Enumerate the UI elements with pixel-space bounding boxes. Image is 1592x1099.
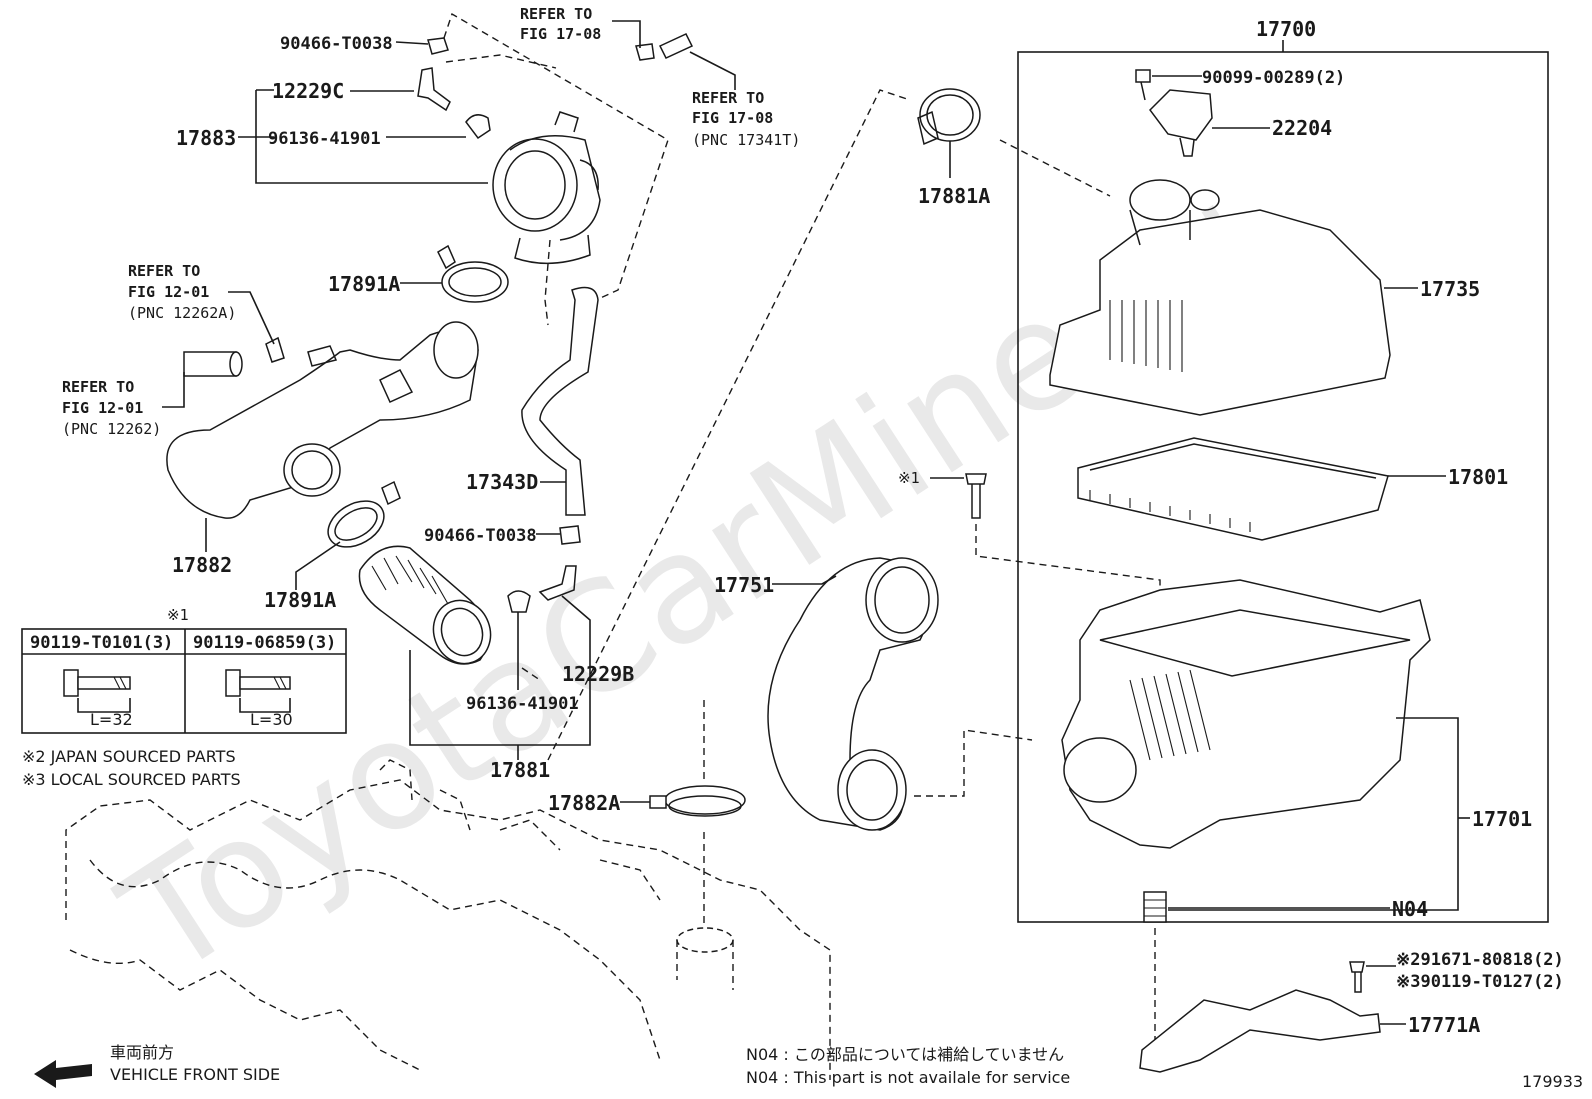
refer-12-01-b: REFER TO FIG 12-01 (PNC 12262) <box>62 351 243 438</box>
label-22204: 22204 <box>1272 116 1332 140</box>
label-17881: 17881 <box>490 758 550 782</box>
clamp-17891a-bottom <box>295 480 401 590</box>
label-12229c: 12229C <box>272 79 344 103</box>
ref2-line3: (PNC 17341T) <box>692 131 800 149</box>
note-japan: ※2 JAPAN SOURCED PARTS <box>22 747 236 766</box>
label-17700: 17700 <box>1256 17 1316 41</box>
ref2-line2: FIG 17-08 <box>692 109 773 127</box>
front-arrow-icon <box>34 1060 92 1088</box>
air-cleaner-case-17701 <box>1061 579 1470 911</box>
figure-number: 179933 <box>1522 1072 1583 1091</box>
front-label-en: VEHICLE FRONT SIDE <box>110 1065 280 1084</box>
label-96136-bottom: 96136-41901 <box>466 694 579 714</box>
label-17883: 17883 <box>176 126 236 150</box>
connector-12229b <box>538 565 577 601</box>
label-17882a: 17882A <box>548 791 620 815</box>
label-390119: ※390119-T0127(2) <box>1396 972 1564 992</box>
clamp-17881a <box>917 88 1111 197</box>
label-17343d: 17343D <box>466 470 538 494</box>
ref1-line1: REFER TO <box>520 5 592 23</box>
clip-96136-bottom <box>507 590 531 613</box>
refer-17-08-pnc: REFER TO FIG 17-08 (PNC 17341T) <box>692 89 800 149</box>
label-17891a-top: 17891A <box>328 272 400 296</box>
bolt-col2-length: L=30 <box>250 710 293 729</box>
hose-17882 <box>166 321 479 552</box>
ref4-line1: REFER TO <box>62 378 134 396</box>
label-17751: 17751 <box>714 573 774 597</box>
duct-17751 <box>767 557 1033 831</box>
ref4-line3: (PNC 12262) <box>62 420 161 438</box>
label-17882: 17882 <box>172 553 232 577</box>
throttle-assembly-group <box>238 12 669 326</box>
note-n04-en: N04 : This part is not availale for serv… <box>746 1068 1070 1087</box>
air-filter-17801 <box>1077 437 1446 541</box>
clip-90466-mid <box>559 525 581 545</box>
bolt-table-title: ※1 <box>167 606 189 624</box>
ref3-line1: REFER TO <box>128 262 200 280</box>
ref3-line3: (PNC 12262A) <box>128 304 236 322</box>
label-17801: 17801 <box>1448 465 1508 489</box>
label-96136-top: 96136-41901 <box>268 129 381 149</box>
bracket-17771a <box>1139 961 1406 1073</box>
vehicle-front-indicator: 車両前方 VEHICLE FRONT SIDE <box>34 1043 280 1088</box>
label-90466-mid: 90466-T0038 <box>424 526 537 546</box>
note-local: ※3 LOCAL SOURCED PARTS <box>22 770 241 789</box>
note-n04-jp: N04 : この部品については補給していません <box>746 1045 1064 1064</box>
air-cleaner-cover-17735 <box>1049 179 1418 416</box>
refer-12-01-a: REFER TO FIG 12-01 (PNC 12262A) <box>128 262 285 363</box>
bolt-col2-header: 90119-06859(3) <box>193 633 336 653</box>
grommet-n04 <box>1143 891 1390 1070</box>
ref1-line2: FIG 17-08 <box>520 25 601 43</box>
clamp-17891a-top <box>400 244 509 303</box>
hose-17881 <box>358 545 541 760</box>
label-n04: N04 <box>1392 897 1428 921</box>
sensor-22204 <box>1135 69 1270 157</box>
label-291671: ※291671-80818(2) <box>1396 950 1564 970</box>
hose-17343d <box>521 286 599 516</box>
bolt-star1 <box>930 473 1161 640</box>
label-90099: 90099-00289(2) <box>1202 68 1345 88</box>
ref4-line2: FIG 12-01 <box>62 399 143 417</box>
bolt-col1-length: L=32 <box>90 710 133 729</box>
engine-manifold-drawing <box>65 700 831 1080</box>
throttle-body-drawing <box>492 111 601 265</box>
label-17881a: 17881A <box>918 184 990 208</box>
label-17891a-bottom: 17891A <box>264 588 336 612</box>
label-90466-top: 90466-T0038 <box>280 34 393 54</box>
ref2-line1: REFER TO <box>692 89 764 107</box>
clamp-17882a <box>620 785 746 817</box>
bolt-col1-header: 90119-T0101(3) <box>30 633 173 653</box>
label-17701: 17701 <box>1472 807 1532 831</box>
label-12229b: 12229B <box>562 662 634 686</box>
refer-17-08-top: REFER TO FIG 17-08 <box>520 5 736 90</box>
bolt-table: ※1 90119-T0101(3) 90119-06859(3) L=32 L=… <box>21 606 347 734</box>
label-17735: 17735 <box>1420 277 1480 301</box>
label-17771a: 17771A <box>1408 1013 1480 1037</box>
label-star1: ※1 <box>898 469 920 487</box>
air-cleaner-frame <box>1017 40 1549 923</box>
front-label-jp: 車両前方 <box>110 1043 174 1062</box>
ref3-line2: FIG 12-01 <box>128 283 209 301</box>
